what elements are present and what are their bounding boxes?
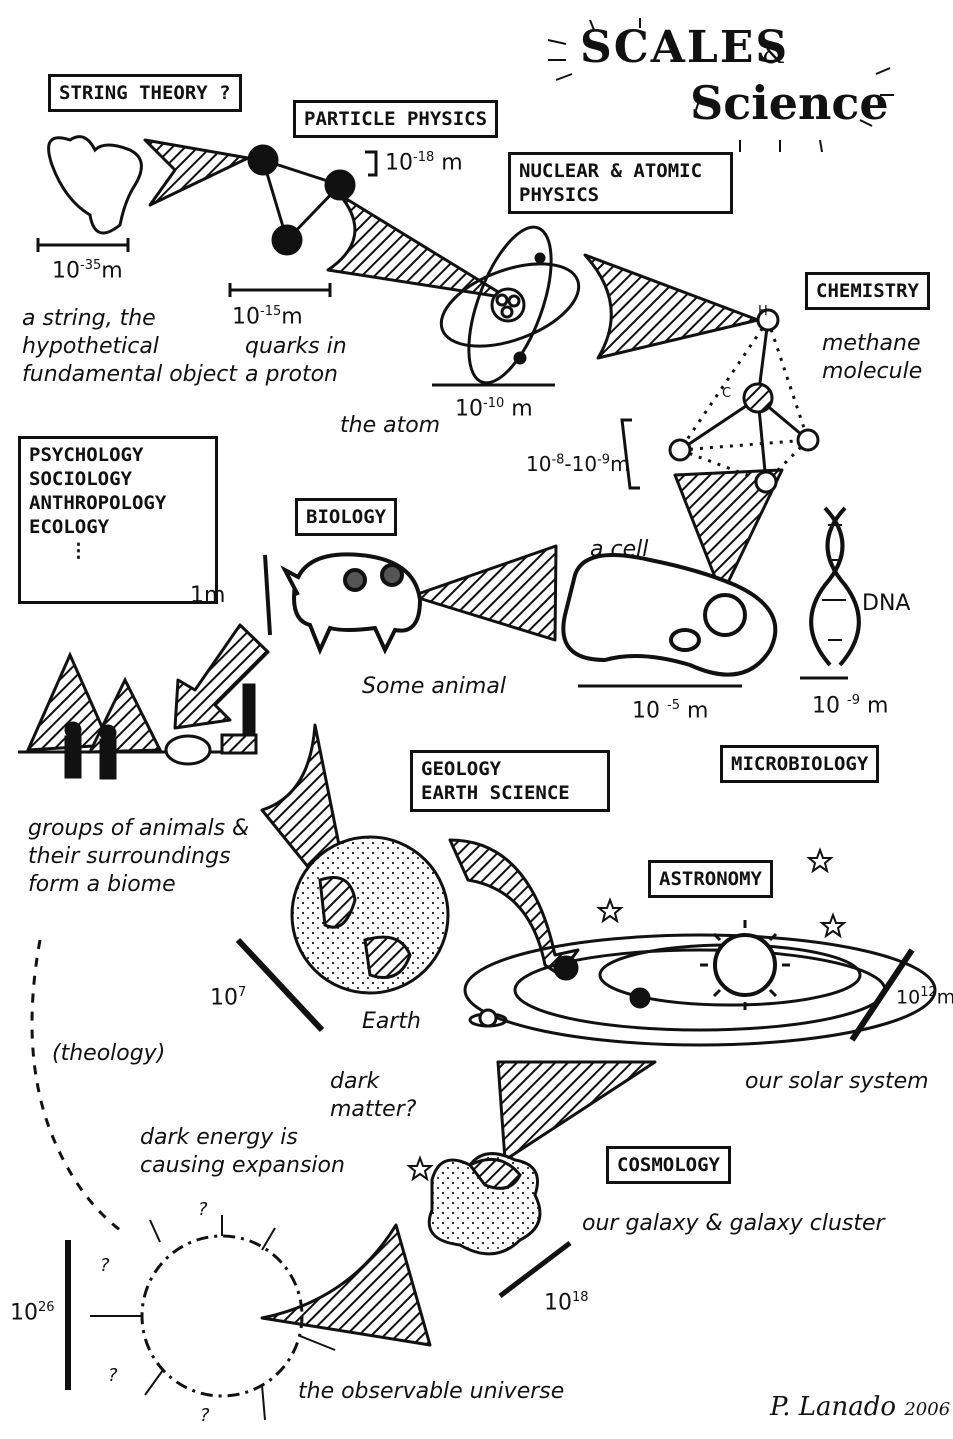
scale-universe: 1026 — [10, 1300, 55, 1325]
scale-galaxy: 1018 — [544, 1290, 589, 1315]
label-ecology: ECOLOGY — [29, 515, 207, 539]
label-social-sciences: PSYCHOLOGY SOCIOLOGY ANTHROPOLOGY ECOLOG… — [18, 436, 218, 604]
label-psychology: PSYCHOLOGY — [29, 443, 207, 467]
arrow-earth-to-solar — [450, 840, 578, 975]
note-galaxy: our galaxy & galaxy cluster — [582, 1210, 885, 1238]
note-universe: the observable universe — [298, 1378, 564, 1406]
hydrogen-bottom — [756, 472, 776, 492]
label-nuclear-atomic-line1: NUCLEAR & ATOMIC — [519, 159, 722, 183]
string-loop — [49, 137, 142, 233]
animal-scale-bar — [265, 555, 270, 635]
note-cell: a cell — [590, 536, 648, 564]
note-solar-system: our solar system — [745, 1068, 929, 1096]
label-biology: BIOLOGY — [295, 498, 397, 536]
title-ampersand: & — [762, 40, 785, 70]
string-drawing — [38, 137, 141, 252]
solar-system-drawing — [465, 920, 935, 1045]
label-geology-line1: GEOLOGY — [421, 757, 599, 781]
earth-drawing — [238, 837, 448, 1030]
dna-drawing — [800, 508, 859, 678]
hydrogen-right — [798, 430, 818, 450]
note-dna: DNA — [862, 590, 910, 618]
scale-string: 10-35m — [52, 258, 123, 283]
scale-dna: 10 -9 m — [812, 693, 888, 718]
label-sociology: SOCIOLOGY — [29, 467, 207, 491]
note-animal: Some animal — [362, 673, 506, 701]
label-particle-physics: PARTICLE PHYSICS — [293, 100, 498, 138]
universe-question-2: ? — [198, 1196, 208, 1224]
label-nuclear-atomic: NUCLEAR & ATOMIC PHYSICS — [508, 152, 733, 214]
label-anthropology: ANTHROPOLOGY — [29, 491, 207, 515]
scale-solar: 1012m — [896, 985, 953, 1008]
scale-particle: 10-18 m — [385, 150, 463, 175]
animal-drawing — [265, 554, 420, 650]
scale-human: 1m — [190, 583, 225, 608]
universe-drawing — [32, 940, 335, 1420]
carbon-atom — [744, 384, 772, 412]
label-geology: GEOLOGY EARTH SCIENCE — [410, 750, 610, 812]
scale-molecule: 10-8-10-9m — [526, 452, 630, 476]
scale-earth: 107 — [210, 985, 246, 1010]
stars — [409, 850, 844, 1179]
hydrogen-left — [670, 440, 690, 460]
molecule-label-c: C — [722, 380, 731, 408]
cell-drawing — [563, 555, 775, 686]
universe-question-4: ? — [200, 1402, 210, 1430]
label-string-theory: STRING THEORY ? — [48, 74, 242, 112]
label-cosmology: COSMOLOGY — [606, 1146, 731, 1184]
arrow-atom-to-molecule — [585, 255, 758, 358]
label-ellipsis: ⋮ — [29, 539, 207, 563]
note-theology: (theology) — [52, 1040, 165, 1068]
label-nuclear-atomic-line2: PHYSICS — [519, 183, 722, 207]
quark-top — [249, 146, 277, 174]
quark-right — [326, 171, 354, 199]
particle-bracket — [365, 152, 376, 175]
molecule-label-h: H — [758, 298, 768, 326]
label-microbiology: MICROBIOLOGY — [720, 745, 879, 783]
title-science: Science — [690, 76, 889, 130]
quark-bottom — [273, 226, 301, 254]
galaxy-drawing — [429, 1154, 570, 1296]
label-astronomy: ASTRONOMY — [648, 860, 773, 898]
arrow-galaxy-to-universe — [262, 1225, 430, 1345]
scale-atom: 10-10 m — [455, 396, 533, 421]
note-earth: Earth — [362, 1008, 421, 1036]
label-geology-line2: EARTH SCIENCE — [421, 781, 599, 805]
note-atom: the atom — [340, 412, 440, 440]
cell-nucleus — [705, 595, 745, 635]
factory — [222, 735, 256, 753]
title-scales: SCALES — [580, 22, 789, 73]
arrow-cell-to-animal — [412, 546, 556, 640]
arrow-string-to-particle — [145, 140, 248, 205]
atom-drawing — [430, 217, 589, 393]
scale-proton: 10-15m — [232, 304, 303, 329]
universe-question-3: ? — [108, 1362, 118, 1390]
electron — [515, 353, 525, 363]
signature: P. Lanado 2006 — [770, 1392, 950, 1422]
arrow-particle-to-atom — [328, 195, 508, 298]
galaxy-scale-bar — [500, 1243, 570, 1296]
scale-cell: 10 -5 m — [632, 698, 708, 723]
universe-question-1: ? — [100, 1252, 110, 1280]
label-chemistry: CHEMISTRY — [805, 272, 930, 310]
sun — [715, 935, 775, 995]
